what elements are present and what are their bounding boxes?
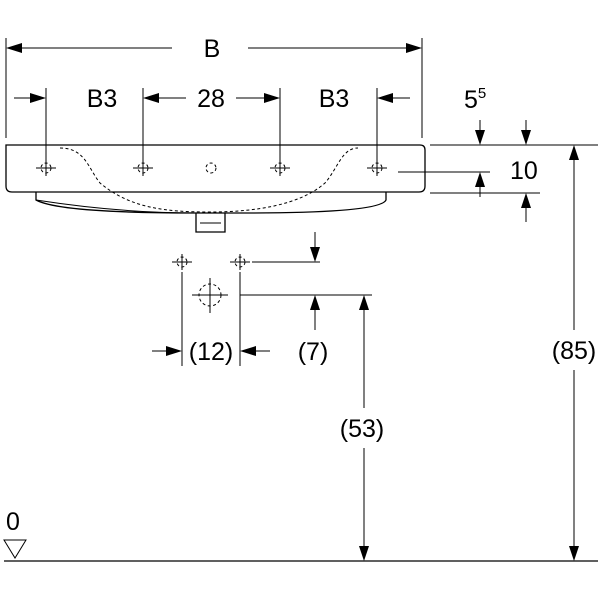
tap-hole-marker-4 — [367, 160, 387, 176]
washbasin-body — [5, 144, 426, 233]
dimension-rim-height: (85) — [552, 145, 596, 561]
label-rim-height: (85) — [552, 337, 596, 365]
label-side-spacing-left: B3 — [87, 85, 118, 113]
label-side-spacing-right: B3 — [319, 85, 350, 113]
label-rim-offset: 55 — [464, 85, 486, 114]
dimension-rim-offset: 55 — [430, 85, 598, 146]
dimension-overall-width: B — [5, 35, 423, 138]
label-floor-level: 0 — [6, 508, 20, 536]
label-overall-width: B — [204, 35, 221, 63]
waste-outlet-marker — [192, 278, 228, 313]
label-rim-thickness: 10 — [510, 157, 538, 185]
tap-hole-marker-1 — [36, 160, 56, 176]
dimension-waste-offset: (7) — [240, 232, 372, 366]
tap-hole-marker-2 — [133, 160, 153, 176]
tap-hole-marker-3 — [270, 160, 290, 176]
dimension-hole-spacing: B3 28 B3 — [14, 85, 410, 160]
floor-level: 0 — [3, 508, 598, 562]
floor-level-symbol — [3, 539, 27, 559]
label-waste-height: (53) — [340, 415, 384, 443]
label-tap-hole-spacing: 28 — [197, 85, 225, 113]
supply-marker-left — [172, 254, 192, 270]
center-hole-marker — [205, 162, 217, 174]
supply-marker-right — [230, 254, 250, 270]
dimension-rim-thickness: 10 — [398, 157, 540, 222]
label-waste-offset: (7) — [298, 338, 329, 366]
dimension-waste-height: (53) — [340, 295, 384, 561]
label-waste-spacing: (12) — [189, 338, 233, 366]
dimension-waste-spacing: (12) — [152, 272, 270, 366]
